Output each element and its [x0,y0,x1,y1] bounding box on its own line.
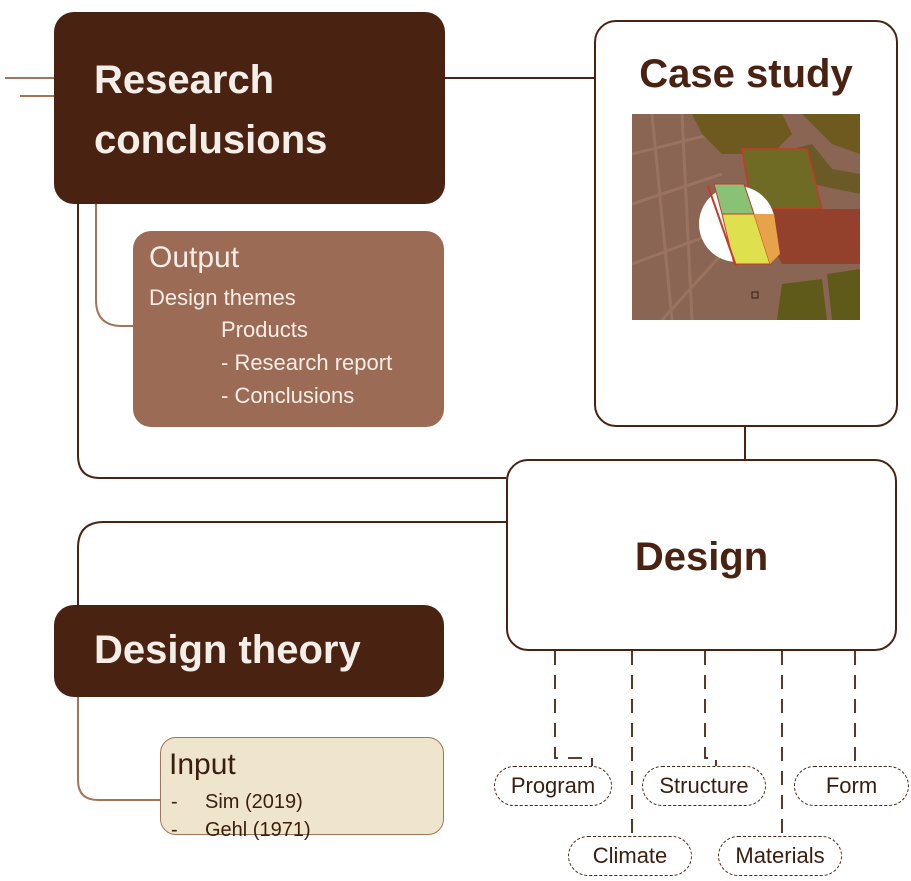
output-research-report: - Research report [221,350,393,375]
input-heading: Input [169,748,236,781]
research-conclusions-title: Research conclusions [94,50,327,170]
output-design-themes: Design themes [149,285,296,310]
aspect-program: Program [494,766,612,806]
aspect-structure: Structure [642,766,766,806]
case-study-map [632,114,860,320]
input-bullet-2: - [171,819,178,841]
research-title-line2: conclusions [94,118,328,162]
design-theory-title: Design theory [94,628,361,672]
output-products: Products [221,317,308,342]
design-box: Design [506,459,897,651]
design-theory-box: Design theory [54,605,444,697]
design-title: Design [634,535,769,579]
output-heading: Output [149,241,240,274]
aspect-materials: Materials [718,836,842,876]
case-study-box: Case study [594,20,898,427]
input-item-sim: Sim (2019) [205,791,303,813]
aspect-form: Form [794,766,909,806]
case-study-title: Case study [639,52,853,96]
output-conclusions: - Conclusions [221,383,355,408]
research-title-line1: Research [94,58,275,102]
input-bullet-1: - [171,791,178,813]
output-box: Output Design themes Products - Research… [133,231,444,427]
input-box: Input - Sim (2019) - Gehl (1971) [160,737,444,841]
input-item-gehl: Gehl (1971) [205,819,311,841]
research-conclusions-box: Research conclusions [54,12,445,204]
aspect-climate: Climate [568,836,692,876]
